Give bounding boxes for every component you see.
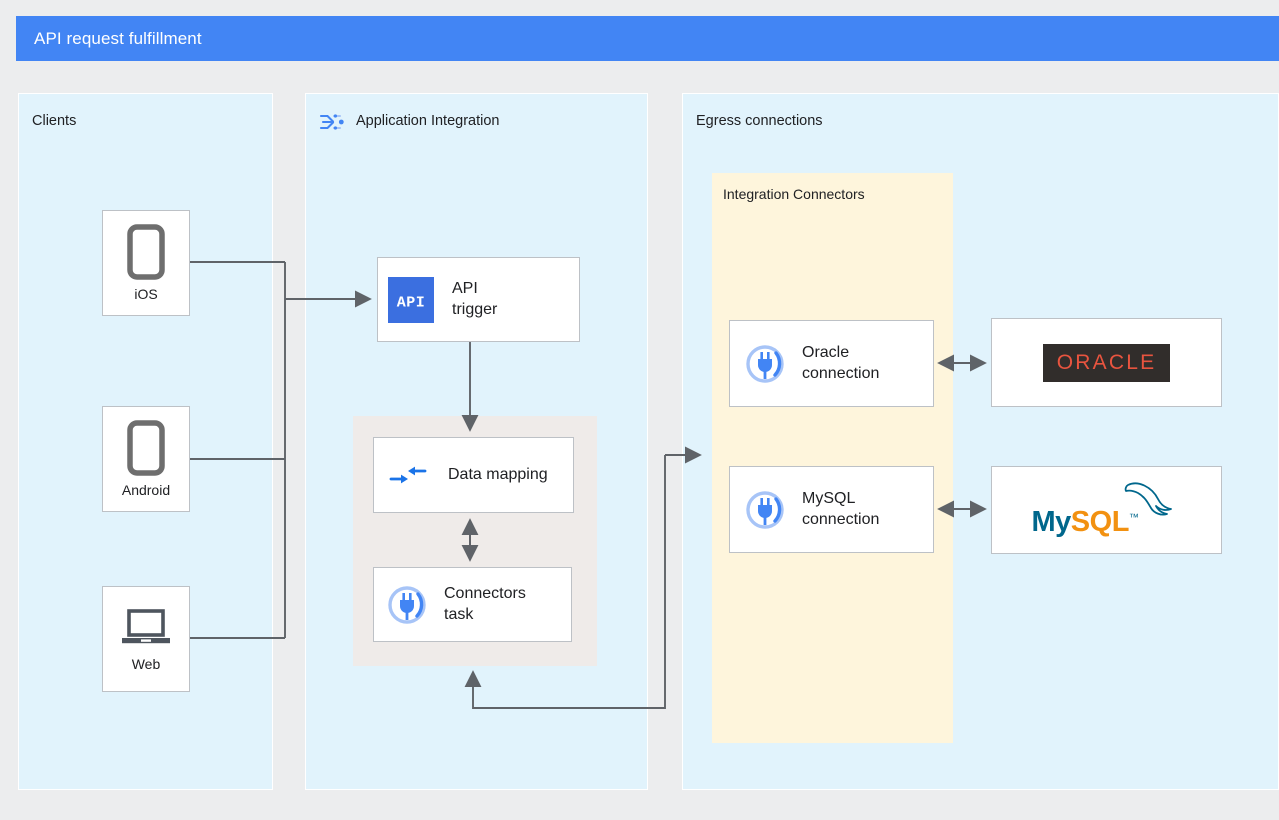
connector-plug-icon — [744, 343, 786, 385]
mysql-logo: MySQL™ — [1032, 479, 1182, 541]
panel-egress-connections-label: Egress connections — [696, 113, 823, 129]
api-badge-icon: API — [388, 276, 434, 323]
client-label: iOS — [134, 286, 158, 302]
node-oracle-connection[interactable]: Oracle connection — [729, 320, 934, 407]
node-label: Oracle connection — [802, 344, 880, 382]
client-card-android[interactable]: Android — [102, 406, 190, 512]
node-api-trigger[interactable]: API API trigger — [377, 257, 580, 342]
client-card-web[interactable]: Web — [102, 586, 190, 692]
integration-connectors-label: Integration Connectors — [723, 186, 865, 202]
node-connectors-task[interactable]: Connectors task — [373, 567, 572, 642]
application-integration-icon — [319, 114, 344, 130]
diagram-title-bar: API request fulfillment — [16, 16, 1279, 61]
node-label: API trigger — [452, 280, 498, 318]
connector-plug-icon — [386, 584, 428, 626]
dolphin-icon — [1124, 482, 1172, 516]
page-title: API request fulfillment — [34, 28, 202, 48]
mobile-phone-icon — [127, 224, 165, 280]
client-label: Web — [131, 656, 161, 672]
client-card-ios[interactable]: iOS — [102, 210, 190, 316]
laptop-icon — [122, 609, 170, 644]
node-label: Connectors task — [444, 585, 526, 623]
logo-card-oracle: ORACLE — [991, 318, 1222, 407]
node-label: MySQL connection — [802, 490, 880, 528]
panel-application-integration-label: Application Integration — [356, 113, 500, 129]
panel-clients-label: Clients — [32, 113, 77, 129]
oracle-logo: ORACLE — [1042, 343, 1171, 382]
mysql-text-primary: My — [1031, 506, 1072, 538]
client-label: Android — [121, 482, 171, 498]
node-label: Data mapping — [448, 465, 548, 483]
data-mapping-arrows-icon — [388, 458, 428, 492]
mysql-wordmark: MySQL™ — [1032, 506, 1139, 539]
integration-connectors-region — [712, 173, 953, 743]
mobile-phone-icon — [127, 420, 165, 476]
oracle-logo-text: ORACLE — [1056, 350, 1157, 374]
mysql-text-secondary: SQL — [1070, 506, 1130, 538]
mysql-trademark: ™ — [1128, 512, 1139, 524]
node-mysql-connection[interactable]: MySQL connection — [729, 466, 934, 553]
connector-plug-icon — [744, 489, 786, 531]
logo-card-mysql: MySQL™ — [991, 466, 1222, 554]
svg-text:API: API — [397, 294, 426, 311]
node-data-mapping[interactable]: Data mapping — [373, 437, 574, 513]
